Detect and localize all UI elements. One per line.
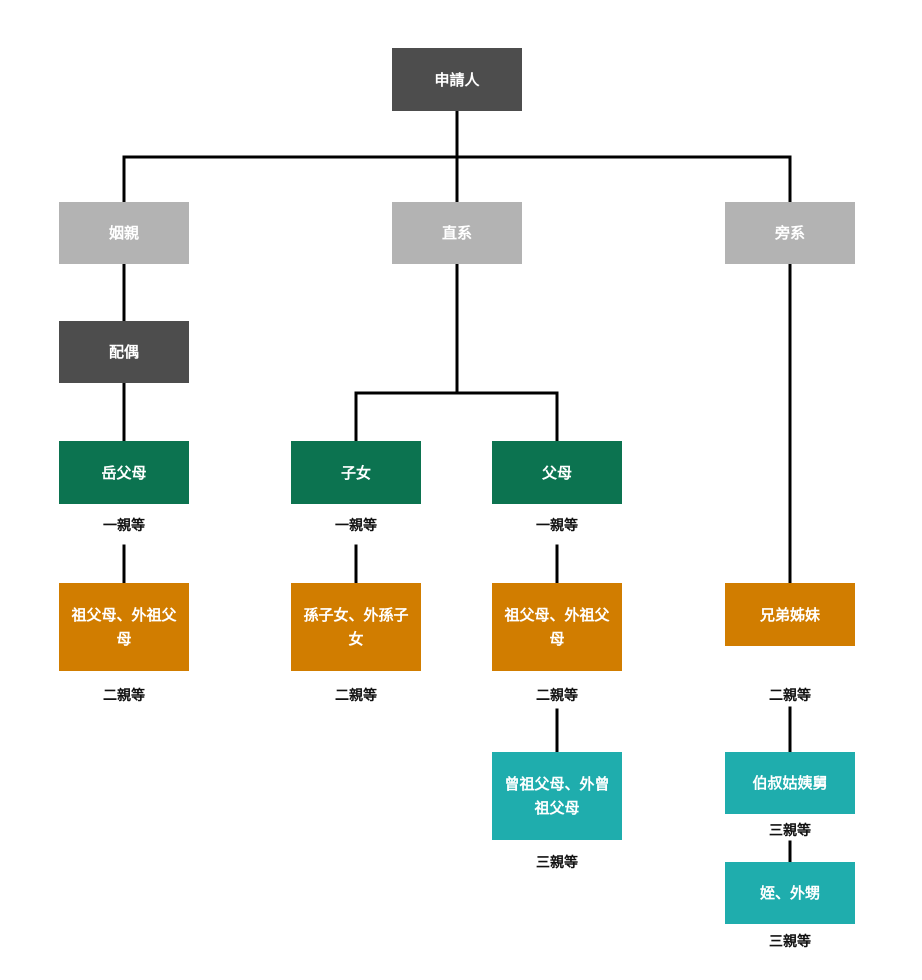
degree-label-uncles-aunts: 三親等 bbox=[769, 823, 811, 839]
node-nephews: 姪、外甥 bbox=[725, 862, 855, 924]
node-uncles-aunts: 伯叔姑姨舅 bbox=[725, 752, 855, 814]
degree-label-nephews: 三親等 bbox=[769, 934, 811, 950]
category-affinal: 姻親 bbox=[59, 202, 189, 264]
degree-label-siblings: 二親等 bbox=[769, 688, 811, 704]
node-grandparents: 祖父母、外祖父母 bbox=[492, 583, 622, 671]
degree-label-grandchildren: 二親等 bbox=[335, 688, 377, 704]
category-lineal: 直系 bbox=[392, 202, 522, 264]
degree-label-in-laws: 一親等 bbox=[103, 518, 145, 534]
root-node-applicant: 申請人 bbox=[392, 48, 522, 111]
degree-label-grandparents: 二親等 bbox=[536, 688, 578, 704]
node-spouse: 配偶 bbox=[59, 321, 189, 383]
node-great-grandparents: 曾祖父母、外曾祖父母 bbox=[492, 752, 622, 840]
node-children: 子女 bbox=[291, 441, 421, 504]
degree-label-in-law-grandparents: 二親等 bbox=[103, 688, 145, 704]
node-grandchildren: 孫子女、外孫子女 bbox=[291, 583, 421, 671]
node-parents: 父母 bbox=[492, 441, 622, 504]
category-collateral: 旁系 bbox=[725, 202, 855, 264]
degree-label-children: 一親等 bbox=[335, 518, 377, 534]
node-siblings: 兄弟姊妹 bbox=[725, 583, 855, 646]
degree-label-great-grandparents: 三親等 bbox=[536, 855, 578, 871]
degree-label-parents: 一親等 bbox=[536, 518, 578, 534]
node-in-laws: 岳父母 bbox=[59, 441, 189, 504]
node-in-law-grandparents: 祖父母、外祖父母 bbox=[59, 583, 189, 671]
